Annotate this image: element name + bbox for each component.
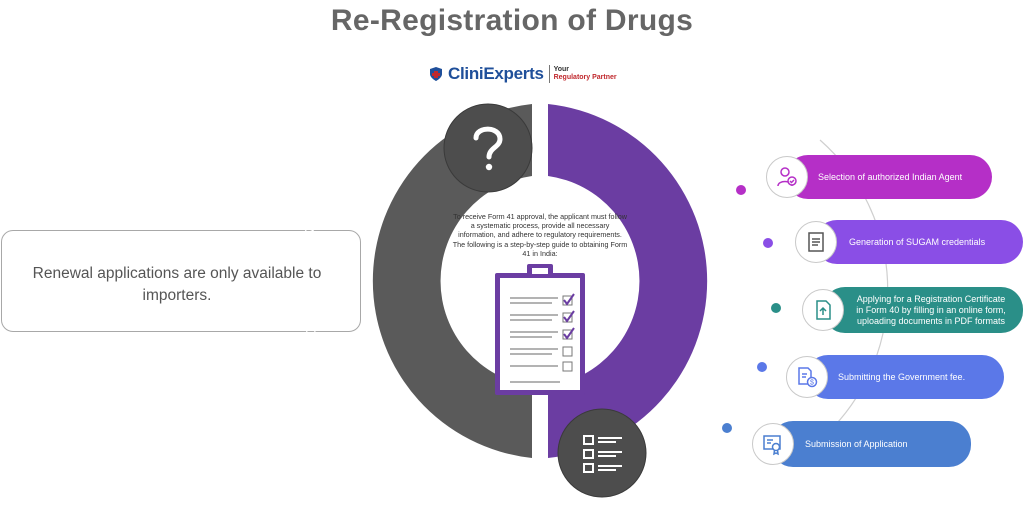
step-4: Submitting the Government fee.	[806, 355, 1004, 399]
clipboard-icon	[495, 264, 585, 395]
fee-icon: $	[798, 367, 818, 388]
who-can-apply-answer: Renewal applications are only available …	[32, 265, 322, 304]
timeline-dot	[771, 303, 781, 313]
how-to-apply-arc	[548, 104, 708, 458]
timeline-dot	[722, 423, 732, 433]
who-can-apply-answer-box: Renewal applications are only available …	[1, 230, 361, 332]
checklist-icon	[583, 435, 622, 473]
page-title: Re-Registration of Drugs	[330, 4, 694, 37]
logo: CliniExperts Your Regulatory Partner	[428, 64, 617, 84]
who-can-apply-heading: Who can Apply?	[291, 188, 335, 372]
step-label: Selection of authorized Indian Agent	[818, 171, 963, 182]
question-mark-icon	[473, 126, 503, 171]
step-1-icon-badge	[766, 156, 808, 198]
who-can-apply-arc	[372, 104, 532, 458]
how-to-apply-intro: To receive Form 41 approval, the applica…	[452, 212, 628, 258]
step-3: Applying for a Registration Certificate …	[823, 287, 1023, 333]
step-3-icon-badge	[802, 289, 844, 331]
svg-text:$: $	[810, 380, 814, 387]
step-label: Submitting the Government fee.	[838, 371, 966, 382]
upload-icon	[816, 300, 831, 320]
timeline-dots	[722, 185, 781, 433]
timeline-dot	[757, 362, 767, 372]
logo-name: CliniExperts	[448, 64, 544, 83]
step-5-icon-badge	[752, 423, 794, 465]
step-2: Generation of SUGAM credentials	[815, 220, 1023, 264]
step-1: Selection of authorized Indian Agent	[786, 155, 992, 199]
logo-separator	[548, 65, 550, 83]
timeline-dot	[763, 238, 773, 248]
step-label: Submission of Application	[805, 438, 908, 449]
timeline-dot	[736, 185, 746, 195]
checklist-badge	[557, 408, 647, 498]
step-4-icon-badge: $	[786, 356, 828, 398]
step-5: Submission of Application	[771, 421, 971, 467]
question-badge	[443, 103, 533, 193]
step-2-icon-badge	[795, 221, 837, 263]
agent-icon	[777, 167, 797, 187]
certificate-icon	[763, 435, 781, 456]
logo-tagline: Your Regulatory Partner	[553, 66, 617, 81]
step-label: Generation of SUGAM credentials	[849, 236, 986, 247]
logo-icon	[430, 67, 442, 81]
document-icon	[808, 232, 824, 252]
step-label: Applying for a Registration Certificate …	[856, 293, 1006, 326]
how-to-apply-heading: How to Apply?	[749, 196, 789, 363]
